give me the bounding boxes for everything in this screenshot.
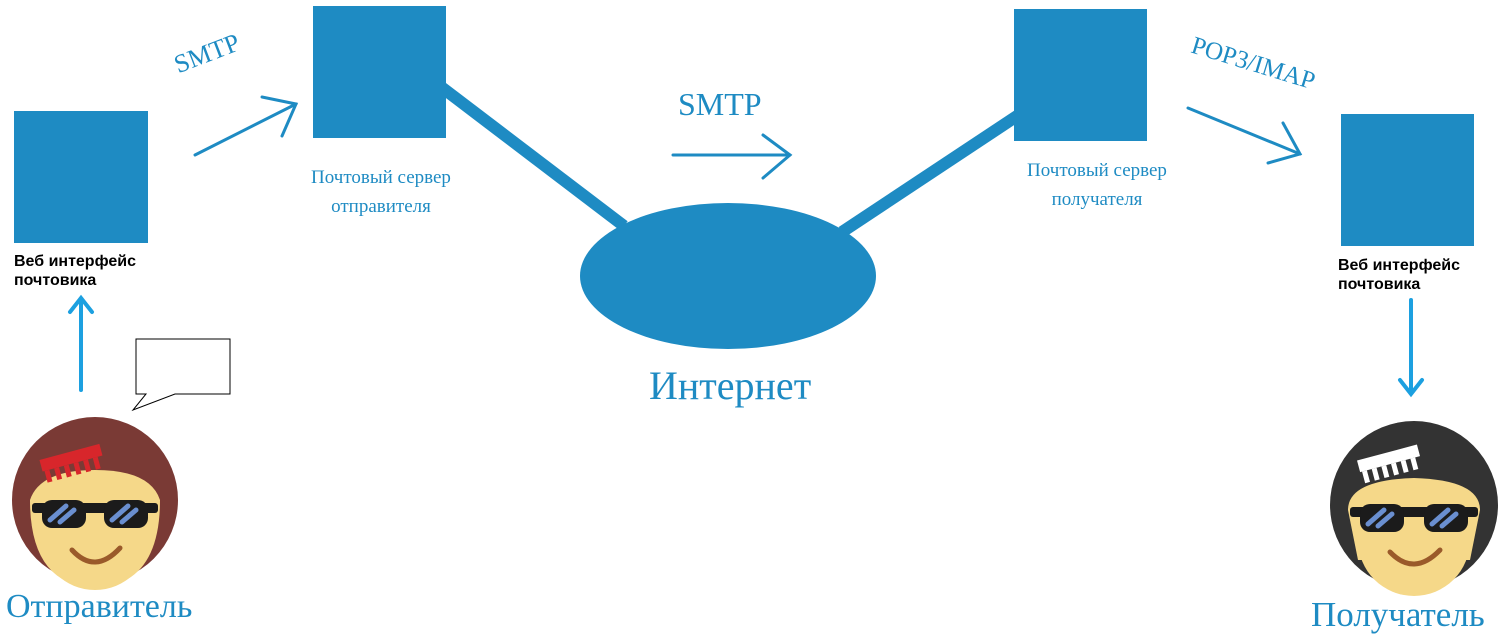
sender-server-box	[313, 6, 446, 138]
receiver-server-label: Почтовый сервер получателя	[1027, 160, 1167, 210]
receiver-server-to-internet-link	[838, 108, 1024, 238]
receiver-down-arrow	[1398, 298, 1424, 398]
sender-web-interface-label: Веб интерфейс почтовика	[14, 252, 136, 290]
speech-bubble-icon	[131, 338, 231, 412]
sender-server-label: Почтовый сервер отправителя	[311, 167, 451, 217]
receiver-web-interface-box	[1341, 114, 1474, 246]
receiver-server-box	[1014, 9, 1147, 141]
internet-label: Интернет	[649, 363, 812, 408]
smtp-arrow-left	[193, 95, 299, 157]
receiver-web-interface-label-line-1: Веб интерфейс	[1338, 257, 1460, 274]
smtp-arrow-center	[671, 133, 793, 180]
pop3-imap-arrow	[1186, 106, 1303, 165]
receiver-avatar-icon	[1330, 421, 1498, 596]
receiver-web-interface-label: Веб интерфейс почтовика	[1338, 256, 1460, 294]
sender-up-arrow	[68, 294, 94, 392]
receiver-web-interface-label-line-2: почтовика	[1338, 276, 1421, 293]
internet-ellipse	[580, 203, 876, 349]
sender-web-interface-box	[14, 111, 148, 243]
sender-label: Отправитель	[6, 588, 193, 625]
sender-avatar-icon	[12, 417, 178, 590]
sender-web-interface-label-line-1: Веб интерфейс	[14, 253, 136, 270]
smtp-label-center: SMTP	[678, 86, 762, 122]
sender-server-to-internet-link	[436, 81, 628, 231]
sender-web-interface-label-line-2: почтовика	[14, 272, 97, 289]
receiver-label: Получатель	[1311, 595, 1485, 634]
